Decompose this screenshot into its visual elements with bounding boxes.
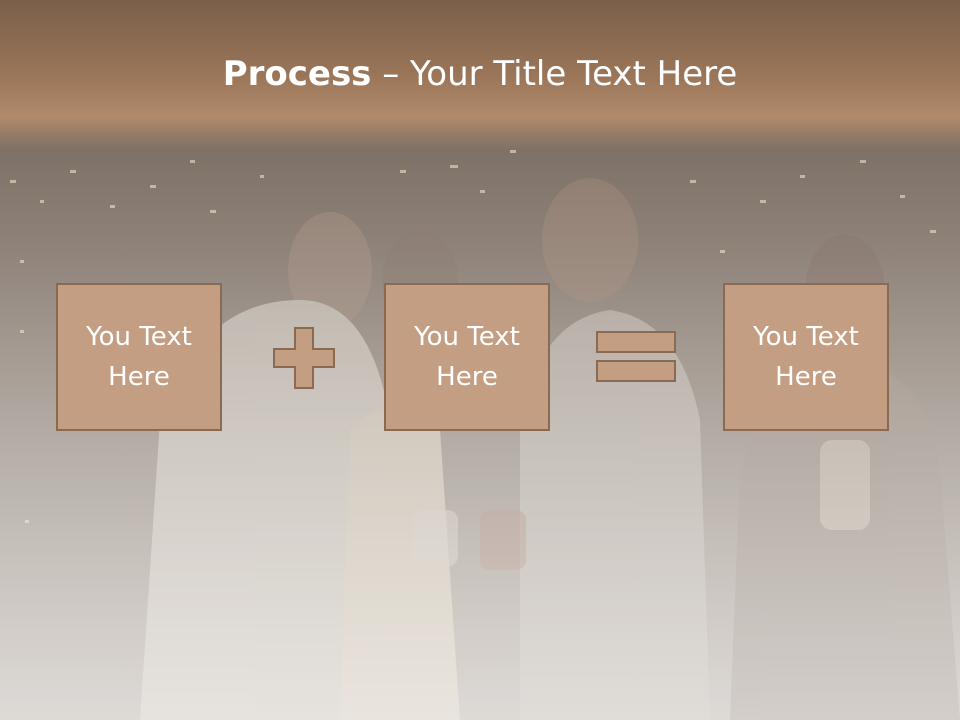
text-box-1-label: You Text Here <box>86 322 192 392</box>
slide-title: Process – Your Title Text Here <box>0 50 960 98</box>
text-box-1[interactable]: You Text Here <box>56 283 222 431</box>
equals-icon <box>596 331 676 382</box>
title-bold: Process <box>222 54 372 94</box>
title-text: – Your Title Text Here <box>371 54 738 94</box>
text-box-3-label: You Text Here <box>753 322 859 392</box>
text-box-3[interactable]: You Text Here <box>723 283 889 431</box>
text-box-2[interactable]: You Text Here <box>384 283 550 431</box>
text-box-2-label: You Text Here <box>414 322 520 392</box>
plus-icon <box>273 327 335 389</box>
header-band <box>0 0 960 150</box>
